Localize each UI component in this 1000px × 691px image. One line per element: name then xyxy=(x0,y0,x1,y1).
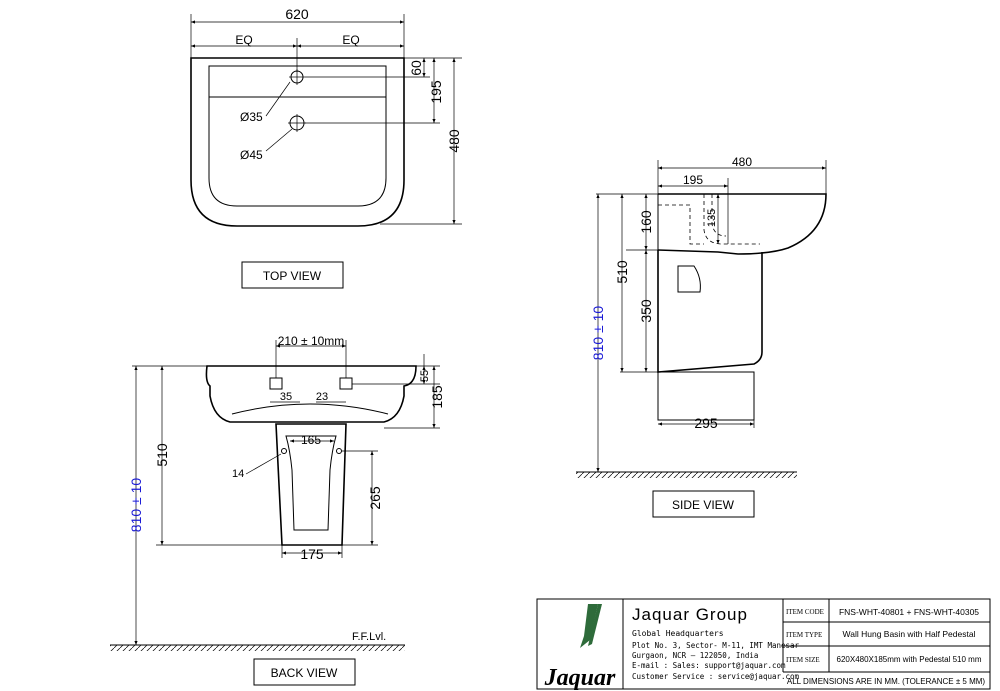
top-view-label: TOP VIEW xyxy=(263,269,322,283)
top-width-label: 620 xyxy=(285,6,309,22)
side-total-height-label: 810 ± 10 xyxy=(590,306,606,361)
top-view: 620 EQ EQ Ø35 Ø45 60 195 480 xyxy=(190,6,462,289)
pedestal-top-label: 165 xyxy=(301,433,321,447)
back-view-label: BACK VIEW xyxy=(271,666,338,680)
item-type-value: Wall Hung Basin with Half Pedestal xyxy=(843,629,976,639)
side-view-label-box xyxy=(652,490,755,518)
basin-front xyxy=(205,365,417,423)
fixing-hole-label: 14 xyxy=(232,468,244,480)
back-total-height-label: 810 ± 10 xyxy=(128,478,144,533)
side-tap-offset-label: 195 xyxy=(683,173,703,187)
basin-height-label: 185 xyxy=(429,385,445,409)
side-basin-profile xyxy=(657,193,827,255)
dimensions-note: ALL DIMENSIONS ARE IN MM. (TOLERANCE ± 5… xyxy=(787,677,986,686)
back-view-label-box xyxy=(253,658,356,686)
tap-offset-label: 60 xyxy=(408,60,424,76)
fixing-hole-right xyxy=(336,448,342,454)
item-type-label: ITEM TYPE xyxy=(786,631,822,639)
left-bracket xyxy=(269,377,283,390)
eq-right-label: EQ xyxy=(342,33,359,47)
item-size-value: 620X480X185mm with Pedestal 510 mm xyxy=(837,655,982,664)
jaquar-logo-text: Jaquar xyxy=(544,665,616,691)
waste-hole-label: Ø45 xyxy=(240,148,263,162)
basin-outline xyxy=(190,57,405,227)
pedestal-base-label: 175 xyxy=(300,546,324,562)
right-bracket xyxy=(339,377,353,390)
bracket-w1-label: 35 xyxy=(280,391,292,403)
side-view-label: SIDE VIEW xyxy=(672,498,735,512)
floor-level-label: F.F.Lvl. xyxy=(352,631,386,643)
item-code-label: ITEM CODE xyxy=(786,608,824,616)
company-address-1: Plot No. 3, Sector- M-11, IMT Manesar xyxy=(632,641,800,650)
tap-hole-label: Ø35 xyxy=(240,110,263,124)
side-depth-label: 480 xyxy=(732,155,752,169)
bracket-height-label: 55 xyxy=(419,370,431,382)
side-view: 480 195 135 160 350 510 810 ± 10 295 SID… xyxy=(576,155,827,518)
back-rim-height-label: 510 xyxy=(154,443,170,467)
company-hq: Global Headquarters xyxy=(632,629,724,638)
bracket-spacing-label: 210 ± 10mm xyxy=(278,334,345,348)
back-view: F.F.Lvl. 210 ± 10mm 35 23 55 185 165 xyxy=(110,334,445,686)
hole-offset-label: 195 xyxy=(428,80,444,104)
company-address-2: Gurgaon, NCR – 122050, India xyxy=(632,651,758,660)
side-pedestal-height-label: 350 xyxy=(638,299,654,323)
company-email-sales: E-mail : Sales: support@jaquar.com xyxy=(632,661,786,670)
title-block: Jaquar Jaquar Group Global Headquarters … xyxy=(536,598,991,691)
side-pedestal xyxy=(657,250,763,373)
side-rim-height-label: 510 xyxy=(614,260,630,284)
side-inner-depth-label: 135 xyxy=(706,209,718,227)
basin-bowl xyxy=(208,65,387,207)
fixing-hole-left xyxy=(281,448,287,454)
top-depth-label: 480 xyxy=(446,129,462,153)
fixing-height-label: 265 xyxy=(367,486,383,510)
top-view-label-box xyxy=(241,261,344,289)
jaquar-logo-mark xyxy=(580,604,602,648)
side-bowl-height-label: 160 xyxy=(638,210,654,234)
side-pedestal-depth-label: 295 xyxy=(694,415,718,431)
item-size-label: ITEM SIZE xyxy=(786,656,820,664)
company-email-service: Customer Service : service@jaquar.com xyxy=(632,672,800,681)
item-code-value: FNS-WHT-40801 + FNS-WHT-40305 xyxy=(839,607,979,617)
company-name: Jaquar Group xyxy=(632,605,748,624)
eq-left-label: EQ xyxy=(235,33,252,47)
bracket-w2-label: 23 xyxy=(316,391,328,403)
